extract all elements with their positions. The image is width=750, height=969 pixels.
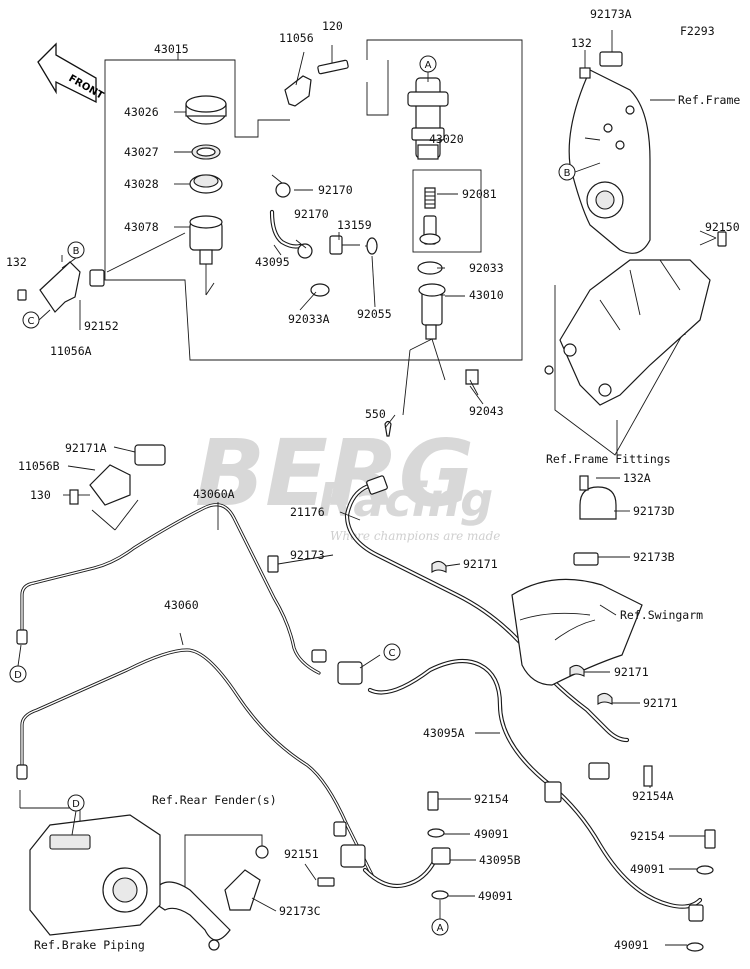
label-92173a: 92173A xyxy=(590,7,632,21)
clamp-bracket xyxy=(69,444,166,531)
hose-clamps xyxy=(317,475,716,952)
label-92173b: 92173B xyxy=(633,550,675,564)
marker-b-left: B xyxy=(73,246,80,257)
label-120: 120 xyxy=(322,19,343,33)
label-92173: 92173 xyxy=(290,548,325,562)
label-132-left: 132 xyxy=(6,255,27,269)
part-labels: 43015 43026 43027 43028 43078 11056 120 … xyxy=(6,7,740,952)
label-43078: 43078 xyxy=(124,220,159,234)
leader-lines xyxy=(63,111,717,946)
label-43095: 43095 xyxy=(255,255,290,269)
label-11056b: 11056B xyxy=(18,459,60,473)
brake-pipes xyxy=(16,503,374,877)
label-11056: 11056 xyxy=(279,31,314,45)
label-49091-2: 49091 xyxy=(478,889,513,903)
watermark: BERG Racing Where champions are made xyxy=(195,420,500,543)
label-43060a: 43060A xyxy=(193,487,235,501)
label-43015: 43015 xyxy=(154,42,189,56)
marker-c-hose: C xyxy=(389,648,396,659)
ref-frame-fittings: Ref.Frame Fittings xyxy=(546,452,671,466)
marker-b-frame: B xyxy=(564,168,571,179)
label-13159: 13159 xyxy=(337,218,372,232)
label-130: 130 xyxy=(30,488,51,502)
ref-rear-fender: Ref.Rear Fender(s) xyxy=(152,793,277,807)
label-92033: 92033 xyxy=(469,261,504,275)
watermark-tagline: Where champions are made xyxy=(330,529,500,543)
label-43020: 43020 xyxy=(429,132,464,146)
marker-c-left: C xyxy=(28,316,35,327)
frame-bracket xyxy=(568,30,675,254)
left-bracket xyxy=(17,255,105,330)
label-92150: 92150 xyxy=(705,220,740,234)
label-49091-4: 49091 xyxy=(614,938,649,952)
reservoir-hose xyxy=(269,174,378,297)
label-92170-b: 92170 xyxy=(294,207,329,221)
label-92152: 92152 xyxy=(84,319,119,333)
label-43095a: 43095A xyxy=(423,726,465,740)
label-49091-3: 49091 xyxy=(630,862,665,876)
label-92033a: 92033A xyxy=(288,312,330,326)
swingarm xyxy=(511,578,643,686)
marker-a-bottom: A xyxy=(437,923,444,934)
label-49091-1: 49091 xyxy=(474,827,509,841)
label-132a: 132A xyxy=(623,471,651,485)
label-43026: 43026 xyxy=(124,105,159,119)
frame-fittings xyxy=(544,231,727,456)
abs-unit xyxy=(19,790,161,936)
label-92171-2: 92171 xyxy=(614,665,649,679)
label-92154-2: 92154 xyxy=(630,829,665,843)
diagram-code: F2293 xyxy=(680,24,715,38)
ref-frame: Ref.Frame xyxy=(678,93,740,107)
master-cylinder xyxy=(366,60,482,437)
rear-fender-bracket xyxy=(149,834,269,951)
label-43095b: 43095B xyxy=(479,853,521,867)
front-arrow-icon: FRONT xyxy=(37,42,105,104)
label-92081: 92081 xyxy=(462,187,497,201)
label-11056a: 11056A xyxy=(50,344,92,358)
label-92173c: 92173C xyxy=(279,904,321,918)
label-43060: 43060 xyxy=(164,598,199,612)
label-132-top: 132 xyxy=(571,36,592,50)
label-92055: 92055 xyxy=(357,307,392,321)
ref-brake-piping: Ref.Brake Piping xyxy=(34,938,145,952)
label-92151: 92151 xyxy=(284,847,319,861)
circle-markers: A B B C C D D A xyxy=(9,55,601,936)
bracket-11056 xyxy=(284,45,349,107)
label-92154a: 92154A xyxy=(632,789,674,803)
label-92154-1: 92154 xyxy=(474,792,509,806)
label-43027: 43027 xyxy=(124,145,159,159)
reservoir-group xyxy=(104,39,523,361)
marker-a-top: A xyxy=(425,60,432,71)
label-92173d: 92173D xyxy=(633,504,675,518)
label-43010: 43010 xyxy=(469,288,504,302)
label-92171-1: 92171 xyxy=(463,557,498,571)
label-21176: 21176 xyxy=(290,505,325,519)
label-92043: 92043 xyxy=(469,404,504,418)
marker-d-abs: D xyxy=(72,799,80,810)
watermark-sub: Racing xyxy=(318,473,493,527)
label-92171a: 92171A xyxy=(65,441,107,455)
label-43028: 43028 xyxy=(124,177,159,191)
marker-d-pipe: D xyxy=(14,670,22,681)
label-92171-3: 92171 xyxy=(643,696,678,710)
label-550: 550 xyxy=(365,407,386,421)
brake-hoses xyxy=(344,475,704,922)
watermark-main: BERG xyxy=(195,420,474,527)
ref-swingarm: Ref.Swingarm xyxy=(620,608,703,622)
label-92170-a: 92170 xyxy=(318,183,353,197)
